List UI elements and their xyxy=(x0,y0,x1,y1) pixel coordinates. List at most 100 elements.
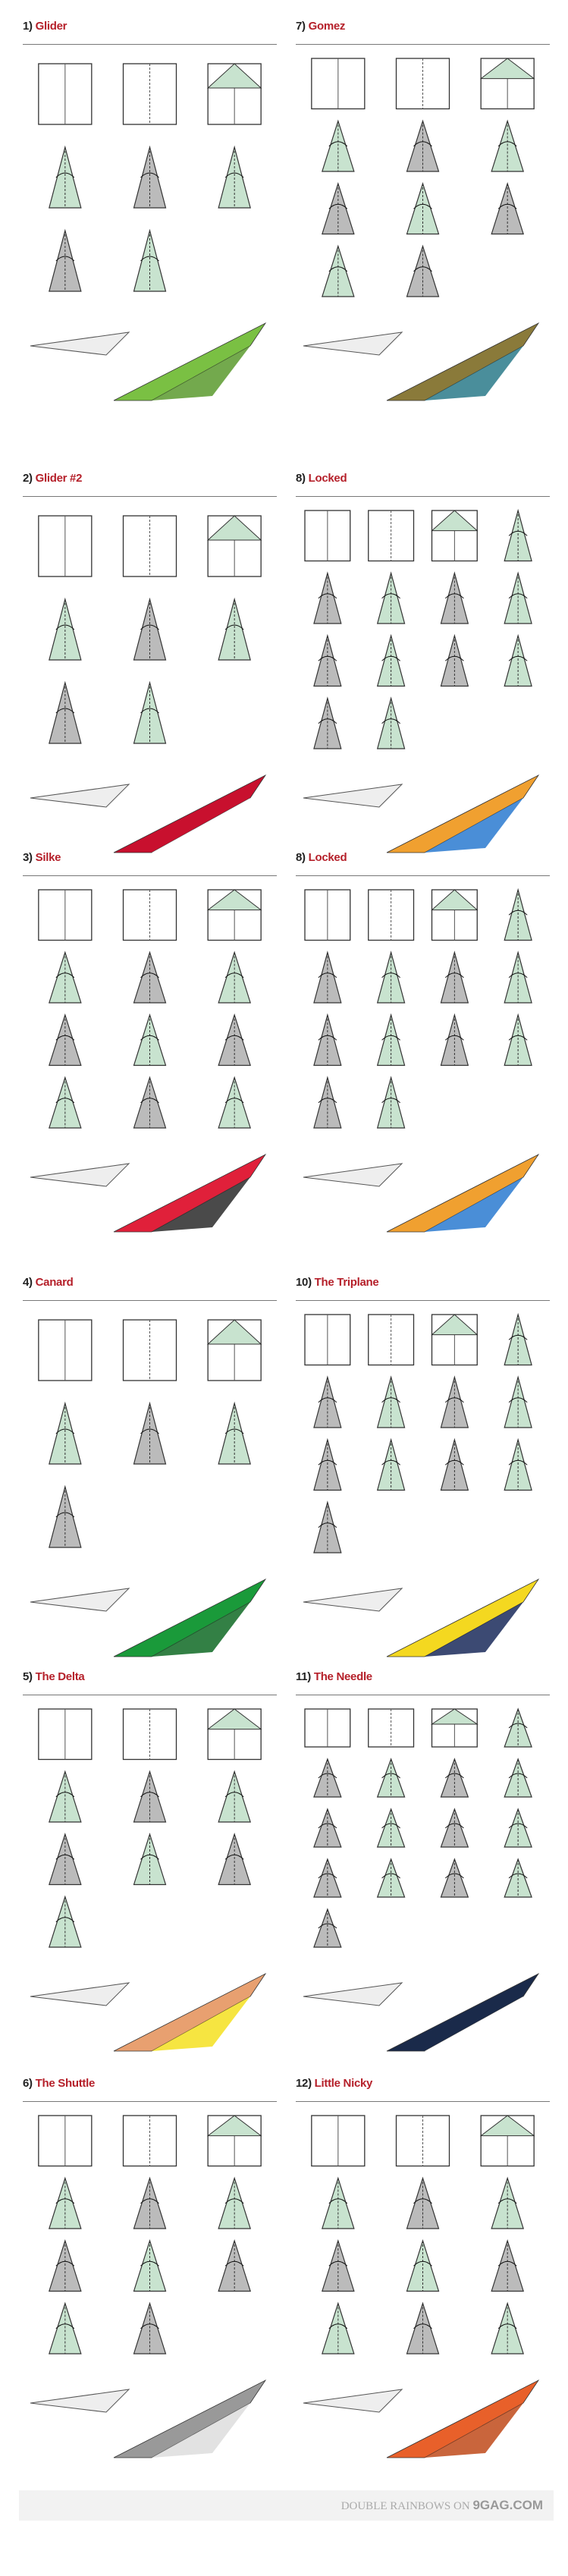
fold-step xyxy=(504,1858,532,1898)
fold-step xyxy=(38,1708,93,1761)
divider xyxy=(23,44,277,45)
section-title: Silke xyxy=(35,851,61,864)
fold-step xyxy=(133,1401,167,1465)
fold-step xyxy=(479,58,535,110)
section-title: The Triplane xyxy=(314,1276,379,1289)
fold-step xyxy=(133,1833,167,1886)
fold-step xyxy=(49,1770,82,1823)
fold-step xyxy=(304,1708,351,1748)
fold-step xyxy=(218,1833,251,1886)
fold-step xyxy=(376,950,406,1004)
fold-step xyxy=(440,1375,469,1428)
finished-plane-illustration xyxy=(30,1972,267,2052)
section-title: The Shuttle xyxy=(35,2077,96,2090)
finished-plane-illustration xyxy=(303,1972,540,2052)
finished-plane-illustration xyxy=(303,322,540,401)
fold-step xyxy=(313,571,342,624)
folding-diagram xyxy=(303,887,540,1233)
section-title: Glider xyxy=(35,20,67,33)
fold-step xyxy=(133,2239,167,2292)
fold-step xyxy=(122,889,177,941)
section-title: Little Nicky xyxy=(314,2077,373,2090)
fold-step xyxy=(313,1500,342,1553)
divider xyxy=(23,2101,277,2102)
fold-step xyxy=(322,182,355,235)
fold-step xyxy=(376,1437,406,1491)
section-heading: 11) The Needle xyxy=(296,1670,372,1683)
fold-step xyxy=(376,1013,406,1067)
fold-step xyxy=(133,1770,167,1823)
fold-step xyxy=(38,889,93,941)
fold-step xyxy=(504,1312,532,1366)
fold-step xyxy=(133,1013,167,1067)
fold-step xyxy=(38,63,93,125)
folding-diagram xyxy=(30,2115,267,2458)
fold-step xyxy=(206,515,262,577)
section-number: 10) xyxy=(296,1276,312,1289)
fold-step xyxy=(368,1314,415,1366)
fold-step xyxy=(133,1076,167,1129)
section-title: Gomez xyxy=(308,20,346,33)
section-locked: 8) Locked xyxy=(296,840,550,1250)
fold-step xyxy=(376,1758,406,1798)
fold-step xyxy=(504,633,532,687)
fold-step xyxy=(406,2239,440,2292)
fold-step xyxy=(479,2115,535,2167)
section-heading: 1) Glider xyxy=(23,20,67,33)
fold-step xyxy=(133,950,167,1004)
fold-step xyxy=(38,515,93,577)
fold-step xyxy=(49,1895,82,1948)
fold-step xyxy=(133,145,167,209)
finished-plane-illustration xyxy=(30,2379,267,2458)
fold-step xyxy=(206,1319,262,1381)
fold-step xyxy=(49,2239,82,2292)
fold-step xyxy=(313,950,342,1004)
fold-step xyxy=(313,1908,342,1948)
fold-step xyxy=(376,1808,406,1848)
fold-step xyxy=(406,2176,440,2229)
fold-step xyxy=(504,1758,532,1798)
section-the-delta: 5) The Delta xyxy=(23,1660,277,2069)
fold-step xyxy=(491,2176,524,2229)
folding-diagram xyxy=(303,2115,540,2458)
fold-step xyxy=(313,633,342,687)
divider xyxy=(296,44,550,45)
fold-step xyxy=(368,510,415,562)
fold-step xyxy=(440,950,469,1004)
fold-step xyxy=(49,228,82,292)
fold-step xyxy=(49,1401,82,1465)
fold-step xyxy=(38,1319,93,1381)
section-heading: 12) Little Nicky xyxy=(296,2077,372,2090)
section-number: 4) xyxy=(23,1276,33,1289)
section-number: 1) xyxy=(23,20,33,33)
fold-step xyxy=(49,597,82,661)
fold-step xyxy=(49,1833,82,1886)
fold-step xyxy=(406,244,440,297)
fold-step xyxy=(322,119,355,172)
fold-step xyxy=(49,1076,82,1129)
fold-step xyxy=(491,182,524,235)
fold-step xyxy=(218,1401,251,1465)
section-the-triplane: 10) The Triplane xyxy=(296,1265,550,1675)
fold-step xyxy=(395,2115,450,2167)
section-glider-2: 2) Glider #2 xyxy=(23,461,277,871)
fold-step xyxy=(313,1076,342,1129)
folding-diagram xyxy=(30,515,267,853)
divider xyxy=(296,1300,550,1301)
fold-step xyxy=(206,889,262,941)
fold-step xyxy=(504,1375,532,1428)
fold-step xyxy=(504,1707,532,1748)
section-heading: 8) Locked xyxy=(296,851,347,864)
divider xyxy=(23,496,277,497)
folding-diagram xyxy=(30,889,267,1233)
fold-step xyxy=(218,2239,251,2292)
fold-step xyxy=(431,510,479,562)
fold-step xyxy=(49,2301,82,2355)
folding-diagram xyxy=(303,1312,540,1657)
section-number: 7) xyxy=(296,20,306,33)
fold-step xyxy=(491,2239,524,2292)
fold-step xyxy=(376,1858,406,1898)
fold-step xyxy=(206,63,262,125)
folding-diagram xyxy=(30,1319,267,1657)
fold-step xyxy=(313,1013,342,1067)
